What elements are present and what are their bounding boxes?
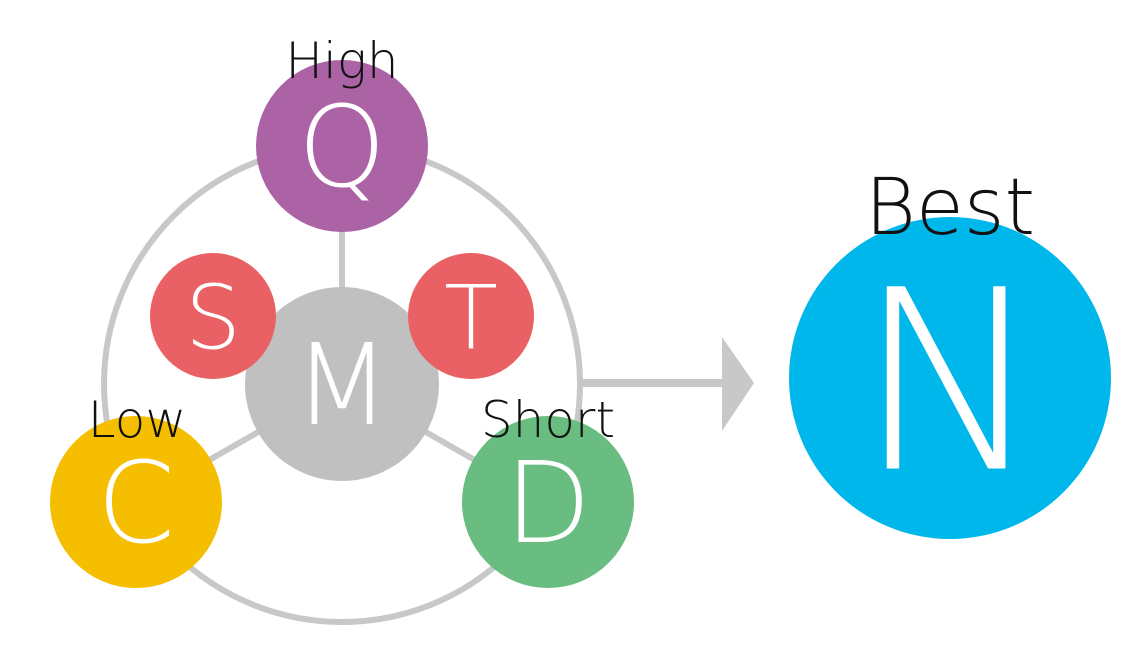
node-t-letter: T (444, 267, 498, 370)
node-t-circle (408, 253, 534, 379)
node-q-letter: Q (298, 83, 386, 213)
node-q-circle (256, 60, 428, 232)
arrow-head (722, 337, 754, 431)
result-n-letter: N (856, 237, 1043, 528)
node-c-letter: C (97, 439, 175, 569)
node-s-circle (150, 253, 276, 379)
center-m-circle (245, 287, 439, 481)
node-s-letter: S (185, 267, 241, 370)
node-d-label: Short (481, 391, 615, 449)
node-c-circle (50, 416, 222, 588)
result-n-circle (789, 217, 1111, 539)
node-d-circle (462, 416, 634, 588)
center-m-letter: M (294, 321, 391, 451)
node-q-label: High (285, 32, 398, 90)
node-c-label: Low (88, 391, 186, 449)
result-n-label: Best (865, 163, 1035, 253)
node-d-letter: D (505, 439, 591, 569)
